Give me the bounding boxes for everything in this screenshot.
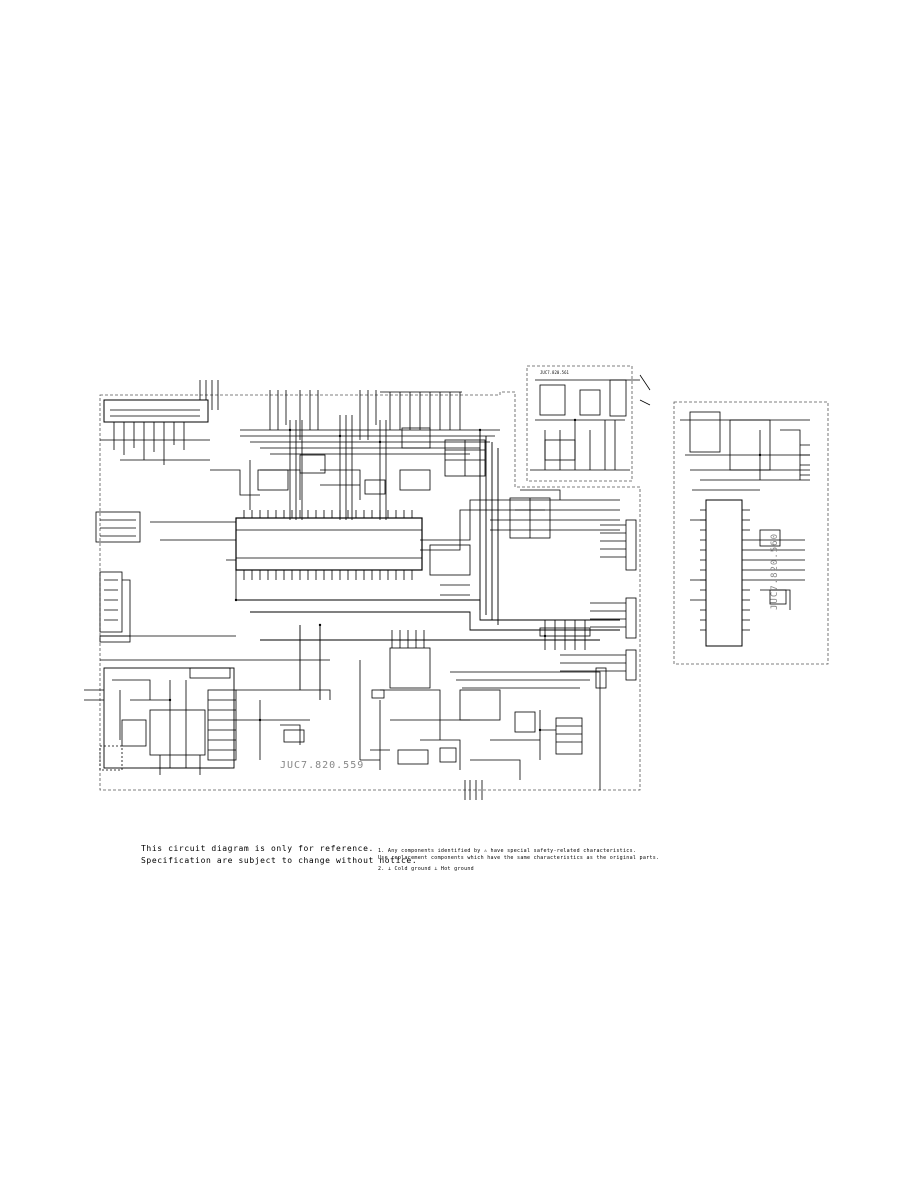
left-connector-a bbox=[95, 511, 141, 543]
side-board-outline bbox=[673, 401, 829, 665]
left-connector-b bbox=[99, 571, 123, 633]
main-drawing-number: JUC7.820.559 bbox=[280, 760, 365, 771]
side-drawing-number: JUC7.820.560 bbox=[770, 532, 780, 610]
note-safety-2: Use replacement components which have th… bbox=[378, 855, 660, 861]
main-ic bbox=[235, 517, 423, 571]
note-ground: 2. ⊥ Cold ground ⊥ Hot ground bbox=[378, 866, 474, 872]
sub-board-outline bbox=[526, 365, 633, 482]
note-specification: Specification are subject to change with… bbox=[141, 856, 418, 865]
power-section bbox=[103, 667, 235, 769]
main-board-outline bbox=[99, 391, 641, 791]
note-safety-1: 1. Any components identified by ⚠ have s… bbox=[378, 848, 637, 854]
note-reference: This circuit diagram is only for referen… bbox=[141, 844, 374, 853]
side-board-ic bbox=[705, 499, 743, 647]
tuner-block bbox=[389, 647, 431, 689]
right-connector-b bbox=[625, 597, 637, 639]
top-connector-block bbox=[103, 399, 209, 423]
right-connector-a bbox=[625, 519, 637, 571]
sub-drawing-number: JUC7.820.561 bbox=[540, 370, 569, 375]
power-input-block bbox=[99, 745, 123, 771]
